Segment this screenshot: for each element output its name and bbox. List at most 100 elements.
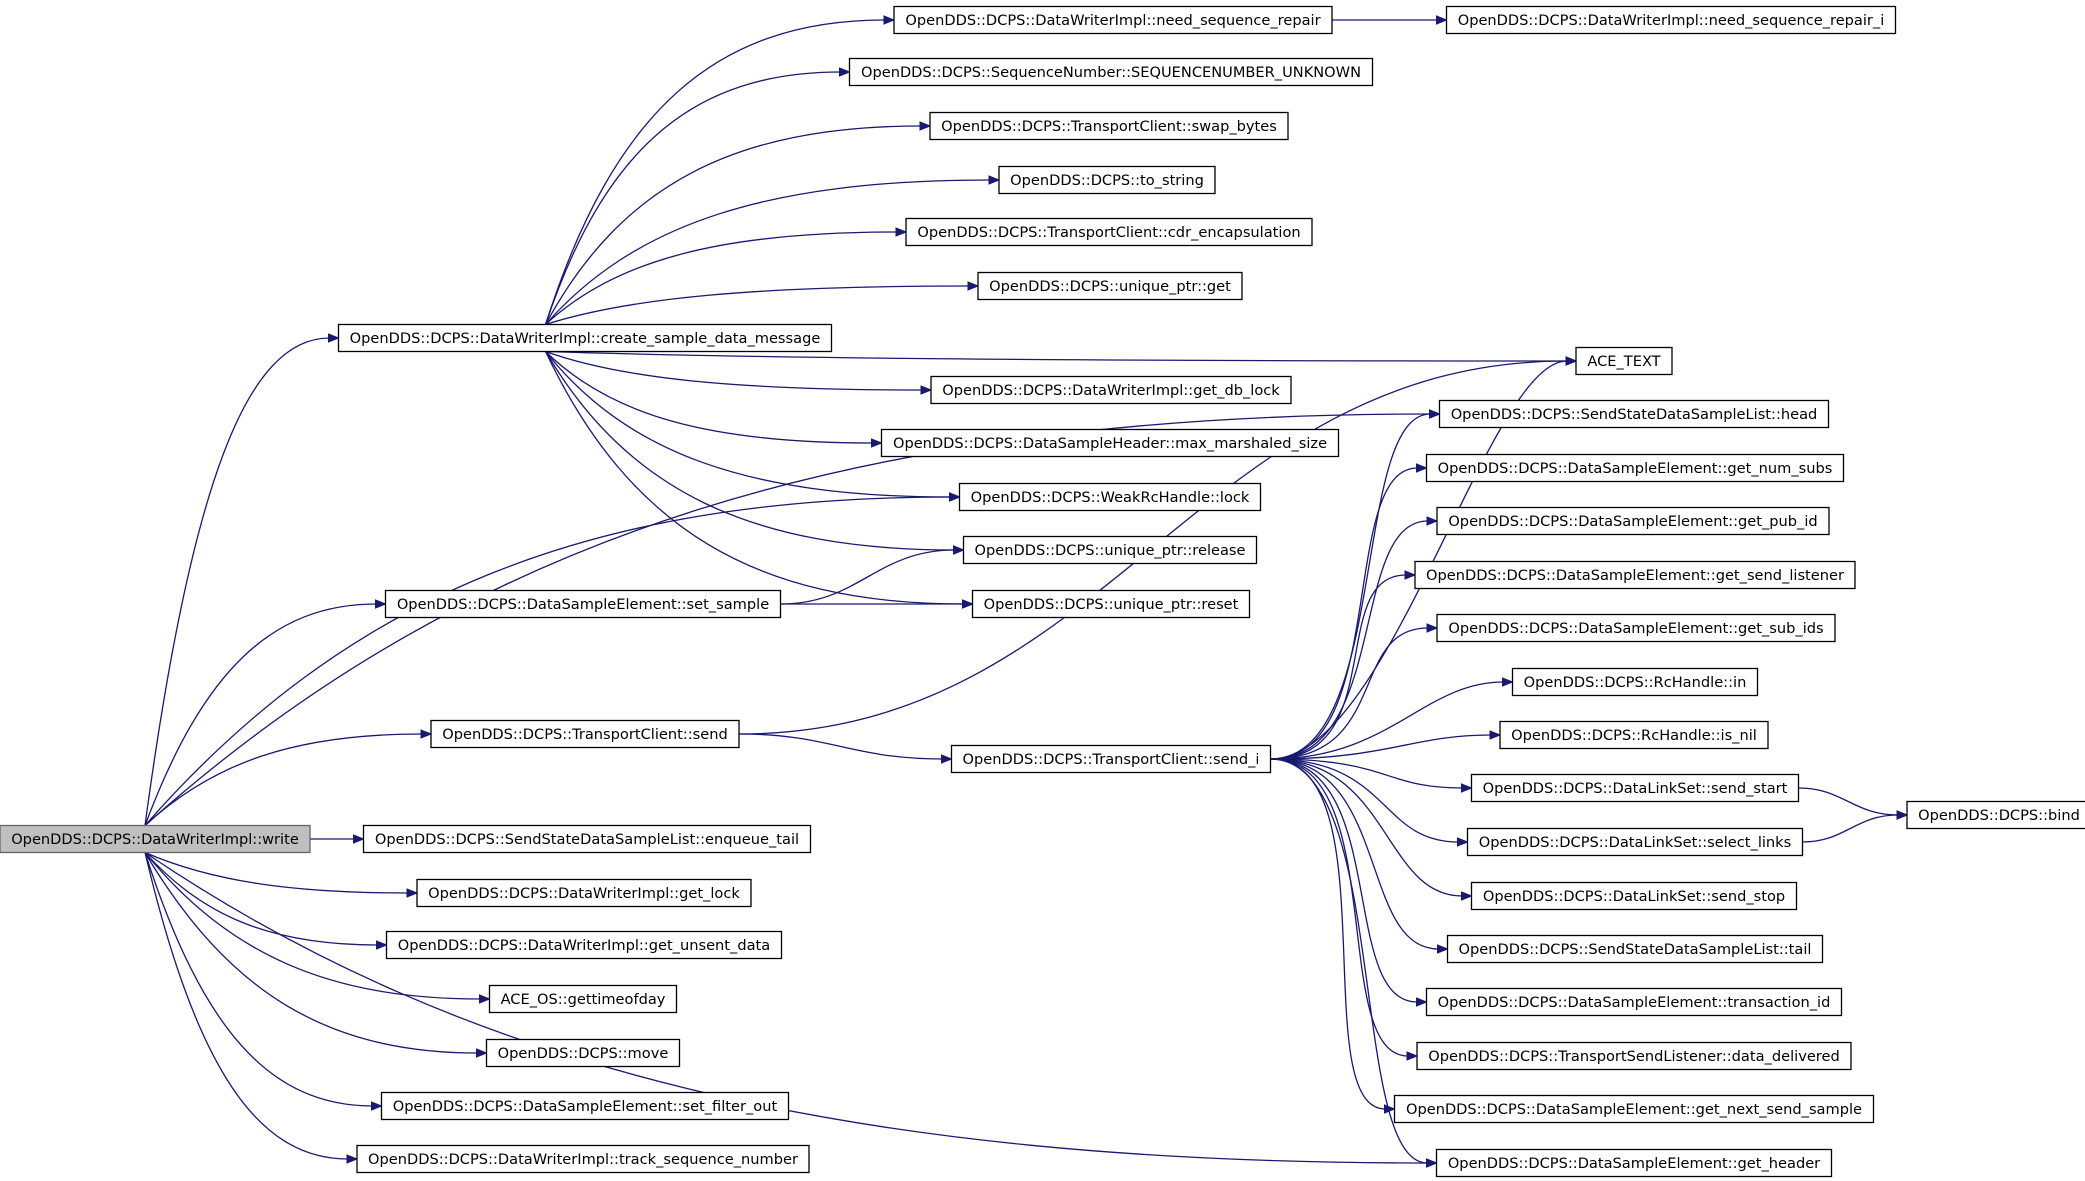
node-label: OpenDDS::DCPS::TransportClient::cdr_enca… — [917, 224, 1300, 241]
node-sstop[interactable]: OpenDDS::DCPS::DataLinkSet::send_stop — [1470, 881, 1798, 911]
arrowhead — [1436, 15, 1448, 25]
node-send[interactable]: OpenDDS::DCPS::TransportClient::send — [430, 719, 740, 749]
node-box — [905, 217, 1313, 247]
node-write[interactable]: OpenDDS::DCPS::DataWriterImpl::write — [0, 824, 311, 854]
node-label: ACE_OS::gettimeofday — [501, 991, 666, 1008]
node-move[interactable]: OpenDDS::DCPS::move — [485, 1038, 681, 1068]
node-setsample[interactable]: OpenDDS::DCPS::DataSampleElement::set_sa… — [384, 589, 782, 619]
node-label: OpenDDS::DCPS::DataWriterImpl::need_sequ… — [1458, 12, 1885, 29]
node-tostr[interactable]: OpenDDS::DCPS::to_string — [998, 165, 1216, 195]
node-label: OpenDDS::DCPS::DataWriterImpl::create_sa… — [350, 330, 821, 347]
arrowhead — [1461, 783, 1473, 793]
node-tid[interactable]: OpenDDS::DCPS::DataSampleElement::transa… — [1425, 987, 1843, 1017]
node-rcin[interactable]: OpenDDS::DCPS::RcHandle::in — [1511, 667, 1759, 697]
arrowhead — [328, 333, 340, 343]
edge-write-to-tsn — [144, 852, 349, 1160]
node-uprel[interactable]: OpenDDS::DCPS::unique_ptr::release — [962, 535, 1258, 565]
node-csdm[interactable]: OpenDDS::DCPS::DataWriterImpl::create_sa… — [337, 323, 833, 353]
node-tsn[interactable]: OpenDDS::DCPS::DataWriterImpl::track_seq… — [356, 1144, 810, 1174]
arrowhead — [920, 385, 933, 395]
node-deliv[interactable]: OpenDDS::DCPS::TransportSendListener::da… — [1416, 1041, 1852, 1071]
edge-sendi-to-hdr — [1270, 758, 1428, 1164]
node-sstart[interactable]: OpenDDS::DCPS::DataLinkSet::send_start — [1470, 773, 1800, 803]
node-label: OpenDDS::DCPS::DataSampleElement::get_se… — [1426, 567, 1844, 584]
arrowhead — [371, 1101, 383, 1111]
node-getlock[interactable]: OpenDDS::DCPS::DataWriterImpl::get_lock — [416, 878, 752, 908]
arrowhead — [376, 940, 388, 950]
node-box — [384, 589, 782, 619]
node-numsubs[interactable]: OpenDDS::DCPS::DataSampleElement::get_nu… — [1425, 453, 1845, 483]
edge-sendi-to-tail — [1270, 758, 1439, 950]
node-label: OpenDDS::DCPS::DataSampleElement::set_fi… — [393, 1098, 778, 1115]
node-box — [362, 824, 812, 854]
node-label: OpenDDS::DCPS::WeakRcHandle::lock — [971, 489, 1250, 506]
arrowhead — [883, 15, 896, 25]
node-nextsend[interactable]: OpenDDS::DCPS::DataSampleElement::get_ne… — [1393, 1094, 1875, 1124]
node-nsr[interactable]: OpenDDS::DCPS::DataWriterImpl::need_sequ… — [893, 5, 1333, 35]
node-upget[interactable]: OpenDDS::DCPS::unique_ptr::get — [977, 271, 1243, 301]
edge-sendi-to-subids — [1270, 627, 1429, 760]
node-unsent[interactable]: OpenDDS::DCPS::DataWriterImpl::get_unsen… — [385, 930, 783, 960]
node-hdr[interactable]: OpenDDS::DCPS::DataSampleElement::get_he… — [1435, 1148, 1833, 1178]
node-sendi[interactable]: OpenDDS::DCPS::TransportClient::send_i — [950, 744, 1272, 774]
edge-sendi-to-sstart — [1270, 758, 1463, 789]
node-bind[interactable]: OpenDDS::DCPS::bind — [1906, 800, 2085, 830]
node-label: OpenDDS::DCPS::TransportClient::send_i — [963, 751, 1260, 768]
node-wlock[interactable]: OpenDDS::DCPS::WeakRcHandle::lock — [958, 482, 1262, 512]
arrowhead — [953, 545, 965, 555]
node-filt[interactable]: OpenDDS::DCPS::DataSampleElement::set_fi… — [380, 1091, 790, 1121]
arrowhead — [962, 599, 974, 609]
node-box — [1466, 827, 1804, 857]
node-label: OpenDDS::DCPS::DataSampleElement::get_su… — [1448, 620, 1823, 637]
node-ace[interactable]: ACE_TEXT — [1575, 346, 1673, 376]
node-label: OpenDDS::DCPS::DataSampleElement::get_ne… — [1406, 1101, 1862, 1118]
node-label: OpenDDS::DCPS::DataWriterImpl::need_sequ… — [905, 12, 1320, 29]
node-label: OpenDDS::DCPS::DataLinkSet::select_links — [1479, 834, 1791, 851]
node-maxms[interactable]: OpenDDS::DCPS::DataSampleHeader::max_mar… — [880, 428, 1340, 458]
arrowhead — [1426, 623, 1439, 633]
node-label: OpenDDS::DCPS::unique_ptr::reset — [984, 596, 1239, 613]
node-label: OpenDDS::DCPS::TransportSendListener::da… — [1428, 1048, 1839, 1065]
edge-csdm-to-upget — [545, 285, 970, 326]
arrowhead — [420, 729, 433, 739]
node-nsri[interactable]: OpenDDS::DCPS::DataWriterImpl::need_sequ… — [1445, 5, 1897, 35]
node-pubid[interactable]: OpenDDS::DCPS::DataSampleElement::get_pu… — [1436, 506, 1830, 536]
arrowhead — [1565, 356, 1578, 366]
node-sendl[interactable]: OpenDDS::DCPS::DataSampleElement::get_se… — [1414, 560, 1856, 590]
node-subids[interactable]: OpenDDS::DCPS::DataSampleElement::get_su… — [1436, 613, 1836, 643]
node-rcnil[interactable]: OpenDDS::DCPS::RcHandle::is_nil — [1499, 720, 1769, 750]
node-label: OpenDDS::DCPS::SendStateDataSampleList::… — [1451, 406, 1818, 423]
node-box — [416, 878, 752, 908]
edges-layer — [144, 15, 1909, 1168]
edge-sendi-to-tid — [1270, 758, 1418, 1003]
node-enq[interactable]: OpenDDS::DCPS::SendStateDataSampleList::… — [362, 824, 812, 854]
arrowhead — [1457, 837, 1469, 847]
node-upreset[interactable]: OpenDDS::DCPS::unique_ptr::reset — [971, 589, 1251, 619]
node-sellinks[interactable]: OpenDDS::DCPS::DataLinkSet::select_links — [1466, 827, 1804, 857]
node-head[interactable]: OpenDDS::DCPS::SendStateDataSampleList::… — [1438, 399, 1830, 429]
node-gtod[interactable]: ACE_OS::gettimeofday — [488, 984, 678, 1014]
arrowhead — [1426, 516, 1439, 526]
node-cdr[interactable]: OpenDDS::DCPS::TransportClient::cdr_enca… — [905, 217, 1313, 247]
node-label: OpenDDS::DCPS::to_string — [1010, 172, 1204, 189]
node-box — [962, 535, 1258, 565]
node-box — [1446, 934, 1824, 964]
edge-sellinks-to-bind — [1802, 814, 1899, 843]
node-box — [880, 428, 1340, 458]
node-box — [950, 744, 1272, 774]
node-box — [1436, 613, 1836, 643]
arrowhead — [1461, 891, 1473, 901]
node-dblock[interactable]: OpenDDS::DCPS::DataWriterImpl::get_db_lo… — [930, 375, 1292, 405]
edge-csdm-to-swap — [544, 125, 922, 325]
arrowhead — [479, 994, 491, 1004]
node-box — [1511, 667, 1759, 697]
node-swap[interactable]: OpenDDS::DCPS::TransportClient::swap_byt… — [929, 111, 1289, 141]
node-label: OpenDDS::DCPS::DataSampleElement::get_he… — [1448, 1155, 1820, 1172]
node-snu[interactable]: OpenDDS::DCPS::SequenceNumber::SEQUENCEN… — [848, 57, 1374, 87]
edge-sendi-to-deliv — [1270, 758, 1409, 1057]
arrowhead — [988, 175, 1001, 185]
edge-sendi-to-sendl — [1270, 574, 1407, 760]
node-label: OpenDDS::DCPS::DataWriterImpl::get_lock — [428, 885, 740, 902]
edge-sendi-to-rcnil — [1270, 734, 1492, 760]
node-tail[interactable]: OpenDDS::DCPS::SendStateDataSampleList::… — [1446, 934, 1824, 964]
